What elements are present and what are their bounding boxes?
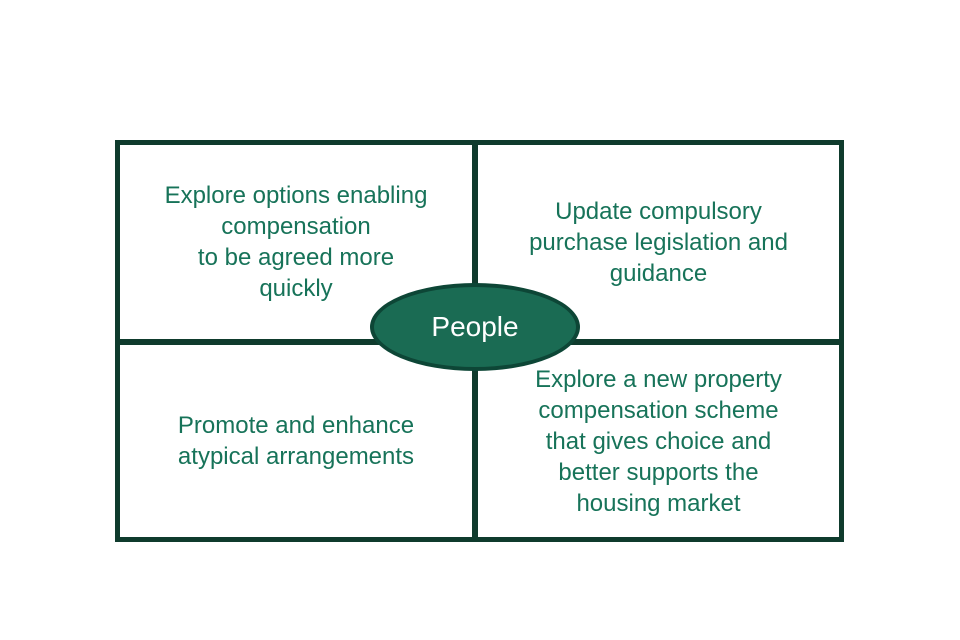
- quadrant-bottom-right-text: Explore a new property compensation sche…: [535, 365, 782, 517]
- quadrant-top-right-text: Update compulsory purchase legislation a…: [529, 197, 788, 287]
- center-ellipse-label: People: [431, 311, 519, 342]
- quadrant-bottom-left: Promote and enhance atypical arrangement…: [120, 345, 472, 537]
- quadrant-bottom-left-text: Promote and enhance atypical arrangement…: [177, 412, 415, 470]
- quadrant-grid: Explore options enabling compensation to…: [115, 140, 844, 542]
- center-ellipse: People: [370, 283, 580, 371]
- quadrant-top-left: Explore options enabling compensation to…: [120, 145, 472, 339]
- quadrant-top-left-text: Explore options enabling compensation to…: [164, 182, 428, 302]
- quadrant-bottom-right: Explore a new property compensation sche…: [478, 345, 839, 537]
- quadrant-top-right: Update compulsory purchase legislation a…: [478, 145, 839, 339]
